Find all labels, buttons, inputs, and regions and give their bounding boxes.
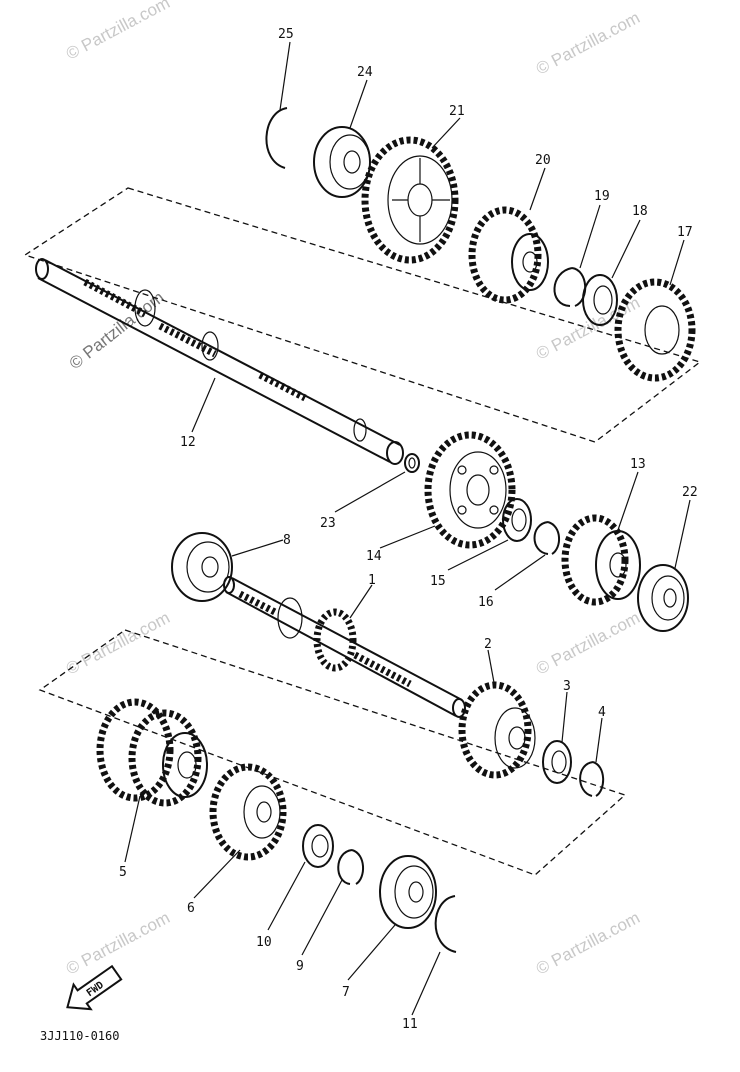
callout-23: 23 — [320, 516, 336, 531]
callout-14: 14 — [366, 549, 382, 564]
circlip-part-11 — [434, 895, 457, 953]
gear-part-6 — [209, 763, 287, 861]
collar-part-23 — [404, 453, 420, 473]
gear-part-21 — [361, 136, 459, 264]
gear-part-14 — [424, 431, 516, 549]
watermark: © Partzilla.com — [63, 908, 173, 979]
callout-24: 24 — [357, 65, 373, 80]
callout-16: 16 — [478, 595, 494, 610]
watermarks: © Partzilla.com © Partzilla.com © Partzi… — [63, 0, 643, 979]
callout-11: 11 — [402, 1017, 418, 1032]
gear-part-20 — [468, 206, 549, 304]
washer-part-18 — [582, 274, 618, 326]
circlip-part-16 — [533, 521, 560, 555]
watermark: © Partzilla.com — [533, 8, 643, 79]
watermark: © Partzilla.com — [63, 608, 173, 679]
gear-part-5 — [96, 698, 208, 807]
diagram-code: 3JJ110-0160 — [40, 1029, 119, 1043]
callout-15: 15 — [430, 574, 446, 589]
watermark: © Partzilla.com — [533, 608, 643, 679]
callout-22: 22 — [682, 485, 698, 500]
circlip-part-9 — [337, 849, 364, 885]
callout-1: 1 — [368, 573, 376, 588]
circlip-part-19 — [553, 267, 587, 307]
lower-assembly-outline — [38, 629, 627, 876]
bearing-part-8 — [171, 532, 233, 602]
watermark: © Partzilla.com — [533, 908, 643, 979]
callout-9: 9 — [296, 959, 304, 974]
watermark: © Partzilla.com — [63, 0, 173, 64]
main-axle-shaft — [35, 258, 404, 465]
upper-assembly-outline — [23, 187, 702, 443]
callout-13: 13 — [630, 457, 646, 472]
callout-2: 2 — [484, 637, 492, 652]
circlip-part-25 — [265, 107, 288, 169]
callout-18: 18 — [632, 204, 648, 219]
callout-10: 10 — [256, 935, 272, 950]
callout-20: 20 — [535, 153, 551, 168]
callout-21: 21 — [449, 104, 465, 119]
callout-4: 4 — [598, 705, 606, 720]
gear-part-13 — [561, 514, 641, 606]
callout-12: 12 — [180, 435, 196, 450]
callout-5: 5 — [119, 865, 127, 880]
callout-3: 3 — [563, 679, 571, 694]
gear-part-17 — [614, 278, 696, 382]
washer-part-15 — [502, 498, 532, 542]
washer-part-3 — [542, 740, 572, 784]
callout-8: 8 — [283, 533, 291, 548]
circlip-part-4 — [579, 761, 605, 797]
drive-axle-shaft — [223, 576, 466, 718]
callout-6: 6 — [187, 901, 195, 916]
callout-25: 25 — [278, 27, 294, 42]
bearing-part-7 — [379, 855, 437, 929]
callout-19: 19 — [594, 189, 610, 204]
callout-labels: 25 24 21 20 19 18 17 12 23 13 22 14 15 1… — [119, 27, 698, 1032]
callout-17: 17 — [677, 225, 693, 240]
callout-7: 7 — [342, 985, 350, 1000]
bearing-part-24 — [313, 126, 371, 198]
bearing-part-22 — [637, 564, 689, 632]
leader-lines — [124, 41, 691, 1016]
washer-part-10 — [302, 824, 334, 868]
